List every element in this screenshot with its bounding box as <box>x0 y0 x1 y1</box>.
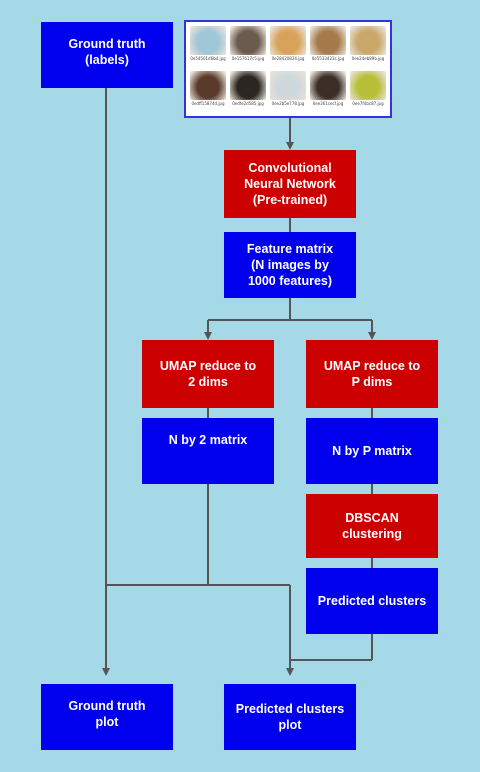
umap-p-dims-box: UMAP reduce to P dims <box>306 340 438 408</box>
image-thumbnail: 0e5533423c.jpg <box>310 26 347 61</box>
image-caption: 0edff15874d.jpg <box>191 101 225 106</box>
pastry-photo <box>270 26 306 55</box>
cnn-box: Convolutional Neural Network (Pre-traine… <box>224 150 356 218</box>
image-thumbnail: 0e157617c5.jpg <box>230 26 267 61</box>
blue-sky-food-photo <box>190 26 226 55</box>
image-thumbnail: 0e28420824.jpg <box>270 26 307 61</box>
predicted-clusters-plot-box: Predicted clusters plot <box>224 684 356 750</box>
image-thumbnail: 0edff15874d.jpg <box>190 71 227 106</box>
image-thumbnail: 0edfe2d585.jpg <box>230 71 267 106</box>
bread-rolls-photo <box>310 26 346 55</box>
mixed-dish-photo <box>190 71 226 100</box>
image-caption: 0e54501d6bd.jpg <box>190 56 226 61</box>
image-caption: 0ee24eb89b.jpg <box>351 56 385 61</box>
image-caption: 0edfe2d585.jpg <box>232 101 264 106</box>
image-caption: 0ee361cecf.jpg <box>312 101 344 106</box>
predicted-clusters-box: Predicted clusters <box>306 568 438 634</box>
image-thumbnail: 0ee24eb89b.jpg <box>350 26 387 61</box>
dark-drink-photo <box>230 71 266 100</box>
dbscan-box: DBSCAN clustering <box>306 494 438 558</box>
soup-bowl-photo <box>350 26 386 55</box>
feature-matrix-box: Feature matrix (N images by 1000 feature… <box>224 232 356 298</box>
yellow-package-photo <box>350 71 386 100</box>
image-thumbnail: 0ee361cecf.jpg <box>310 71 347 106</box>
glass-water-photo <box>270 71 306 100</box>
image-gallery: 0e54501d6bd.jpg 0e157617c5.jpg 0e28420824.… <box>184 20 392 118</box>
n-by-p-matrix-box: N by P matrix <box>306 418 438 484</box>
coffee-cup-photo <box>310 71 346 100</box>
image-caption: 0ee2b5e778.jpg <box>271 101 305 106</box>
image-caption: 0e5533423c.jpg <box>311 56 345 61</box>
image-thumbnail: 0ee2b5e778.jpg <box>270 71 307 106</box>
ground-truth-labels-box: Ground truth (labels) <box>41 22 173 88</box>
umap-2-dims-box: UMAP reduce to 2 dims <box>142 340 274 408</box>
image-caption: 0ee7f4bc87.jpg <box>352 101 384 106</box>
image-caption: 0e157617c5.jpg <box>231 56 265 61</box>
image-thumbnail: 0e54501d6bd.jpg <box>190 26 227 61</box>
n-by-2-matrix-box: N by 2 matrix <box>142 418 274 484</box>
plate-food-photo <box>230 26 266 55</box>
image-caption: 0e28420824.jpg <box>271 56 305 61</box>
ground-truth-plot-box: Ground truth plot <box>41 684 173 750</box>
image-thumbnail: 0ee7f4bc87.jpg <box>350 71 387 106</box>
